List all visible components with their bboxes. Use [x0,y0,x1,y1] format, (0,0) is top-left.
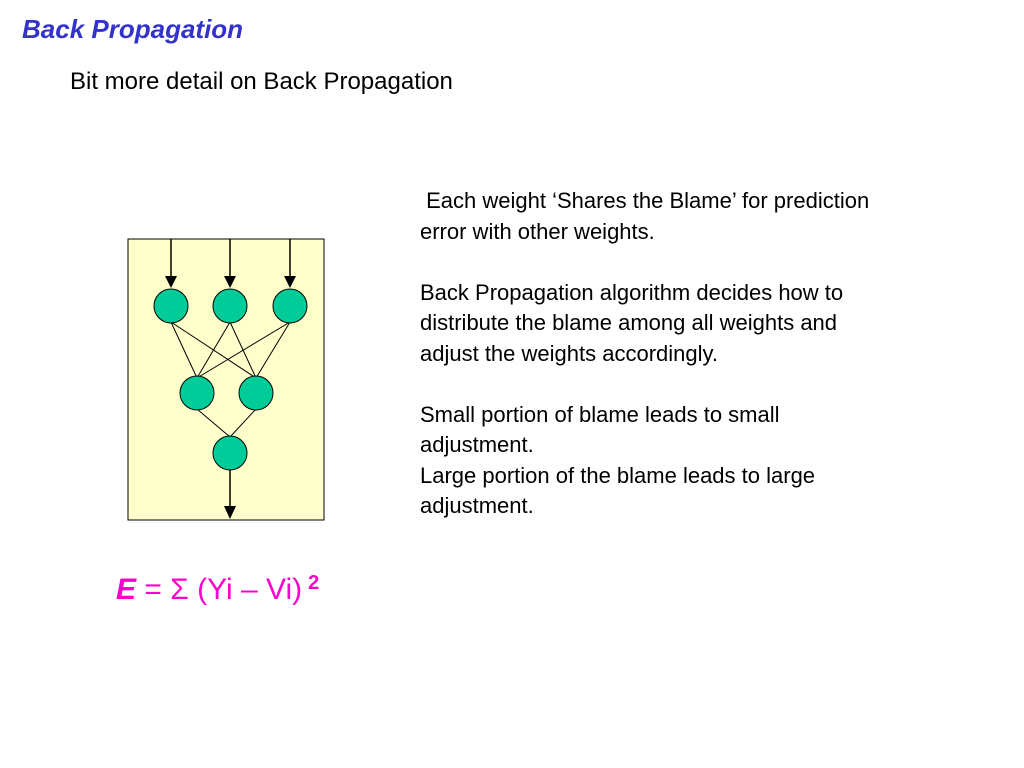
weight-line [196,321,291,379]
formula-exponent: 2 [308,572,320,594]
weight-line [229,408,257,438]
paragraph-gap [420,369,980,400]
slide-subtitle: Bit more detail on Back Propagation [70,68,453,95]
input-arrowhead [284,276,296,288]
output-arrow [224,470,236,519]
error-formula: E = Σ (Yi – Vi)2 [116,572,319,607]
connection-lines [170,321,291,438]
weight-line [196,408,231,438]
hidden-node [238,375,274,411]
network-nodes [153,288,308,471]
explanation-line: Each weight ‘Shares the Blame’ for predi… [420,188,870,213]
input-node [272,288,308,324]
diagram-panel [127,238,325,521]
explanation-line: adjust the weights accordingly. [420,340,718,366]
explanation-line: adjustment. [420,432,534,457]
input-arrows [165,239,296,288]
output-node [212,435,248,471]
weight-line [196,321,231,379]
explanation-line: adjustment. [420,493,534,518]
paragraph-gap [420,247,980,278]
input-arrowhead [165,276,177,288]
output-arrowhead [224,506,236,519]
input-arrowhead [224,276,236,288]
slide-title: Back Propagation [22,14,244,44]
explanation-text: Each weight ‘Shares the Blame’ for predi… [420,186,980,522]
input-node [153,288,189,324]
explanation-line: Large portion of the blame leads to larg… [420,462,816,488]
formula-variable: E [116,573,137,606]
explanation-line: error with other weights. [420,218,655,244]
explanation-line: Back Propagation algorithm decides how t… [420,279,844,305]
formula-body: = Σ (Yi – Vi) [136,573,303,606]
input-node [212,288,248,324]
weight-line [170,321,198,379]
explanation-line: Small portion of blame leads to small [420,401,780,427]
hidden-node [179,375,215,411]
weight-line [255,321,291,379]
explanation-line: distribute the blame among all weights a… [420,310,838,335]
